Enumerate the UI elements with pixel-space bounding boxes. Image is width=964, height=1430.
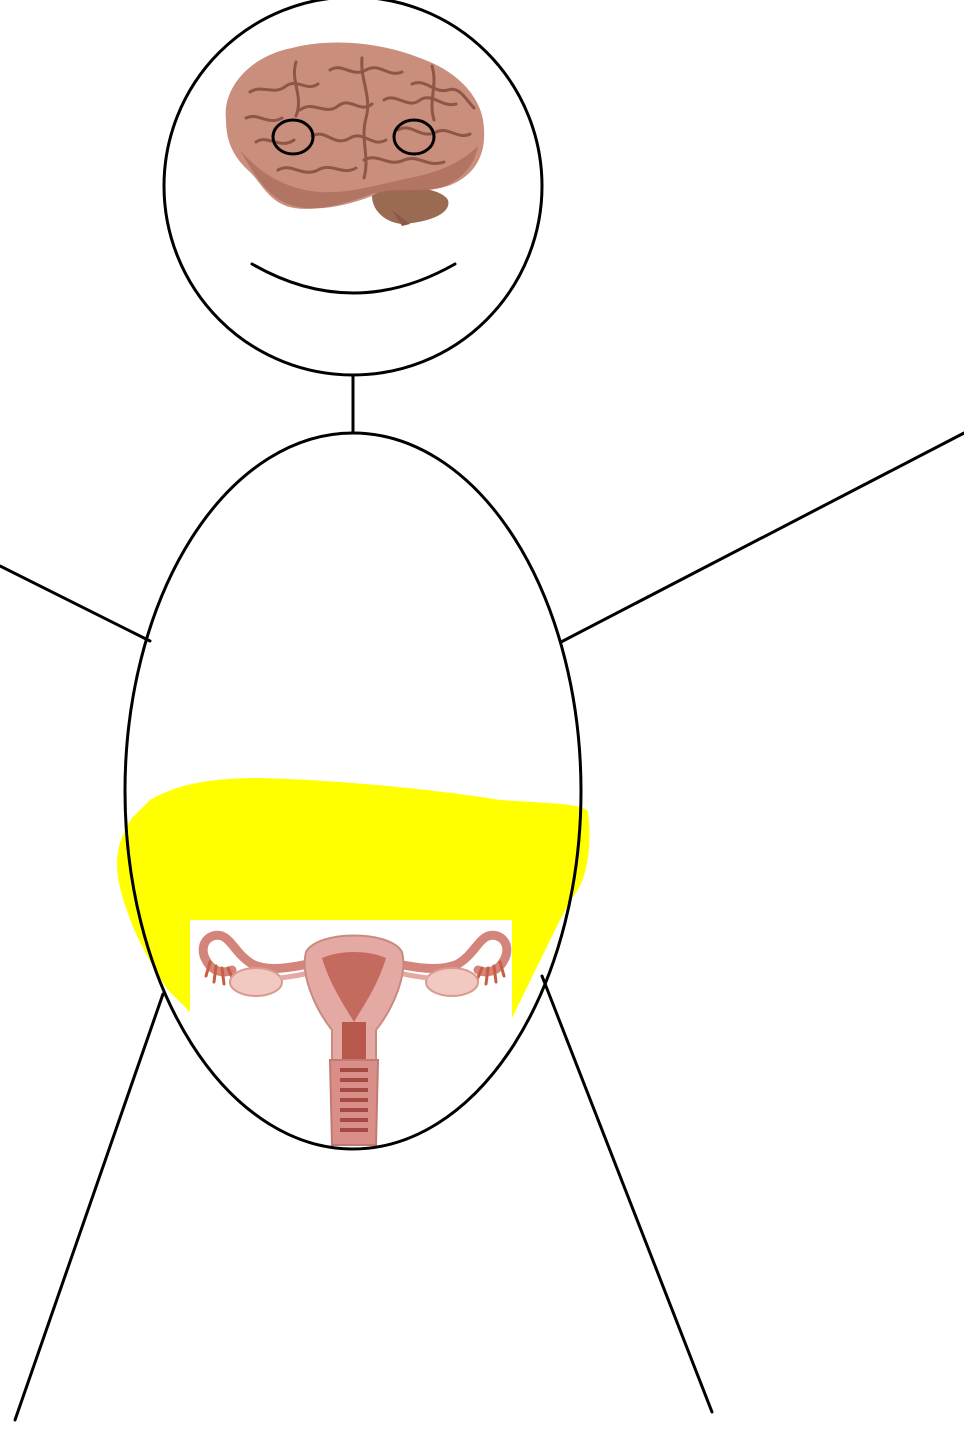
leg-right	[542, 976, 712, 1412]
vaginal-rugae	[340, 1070, 368, 1130]
cervical-canal	[342, 1022, 366, 1062]
ovary-right	[426, 968, 478, 996]
vaginal-canal	[330, 1060, 378, 1145]
arm-right	[561, 433, 964, 642]
arm-left	[0, 566, 150, 641]
uterus-illustration	[190, 920, 512, 1150]
ovary-left	[230, 968, 282, 996]
leg-left	[15, 994, 163, 1420]
